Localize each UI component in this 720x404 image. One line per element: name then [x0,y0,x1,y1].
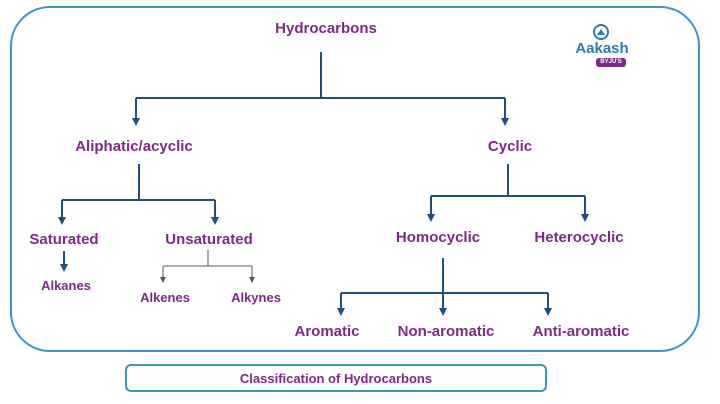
diagram-caption: Classification of Hydrocarbons [125,364,547,392]
aakash-logo-icon [593,24,609,40]
node-homocyclic: Homocyclic [395,229,481,246]
logo-sub: BYJU'S [596,58,626,67]
node-aliphatic: Aliphatic/acyclic [75,138,193,155]
node-alkynes: Alkynes [231,290,281,305]
node-unsaturated: Unsaturated [165,231,253,248]
node-alkanes: Alkanes [41,278,91,293]
node-cyclic: Cyclic [487,138,533,155]
node-hydrocarbons: Hydrocarbons [275,20,377,37]
node-saturated: Saturated [29,231,99,248]
aakash-logo: Aakash BYJU'S [568,24,638,74]
node-heterocyclic: Heterocyclic [534,229,624,246]
node-alkenes: Alkenes [140,290,190,305]
logo-name: Aakash [575,40,629,57]
diagram-frame [10,6,700,352]
node-non-aromatic: Non-aromatic [397,323,495,340]
node-anti-aromatic: Anti-aromatic [532,323,630,340]
node-aromatic: Aromatic [294,323,360,340]
caption-text: Classification of Hydrocarbons [239,370,433,386]
